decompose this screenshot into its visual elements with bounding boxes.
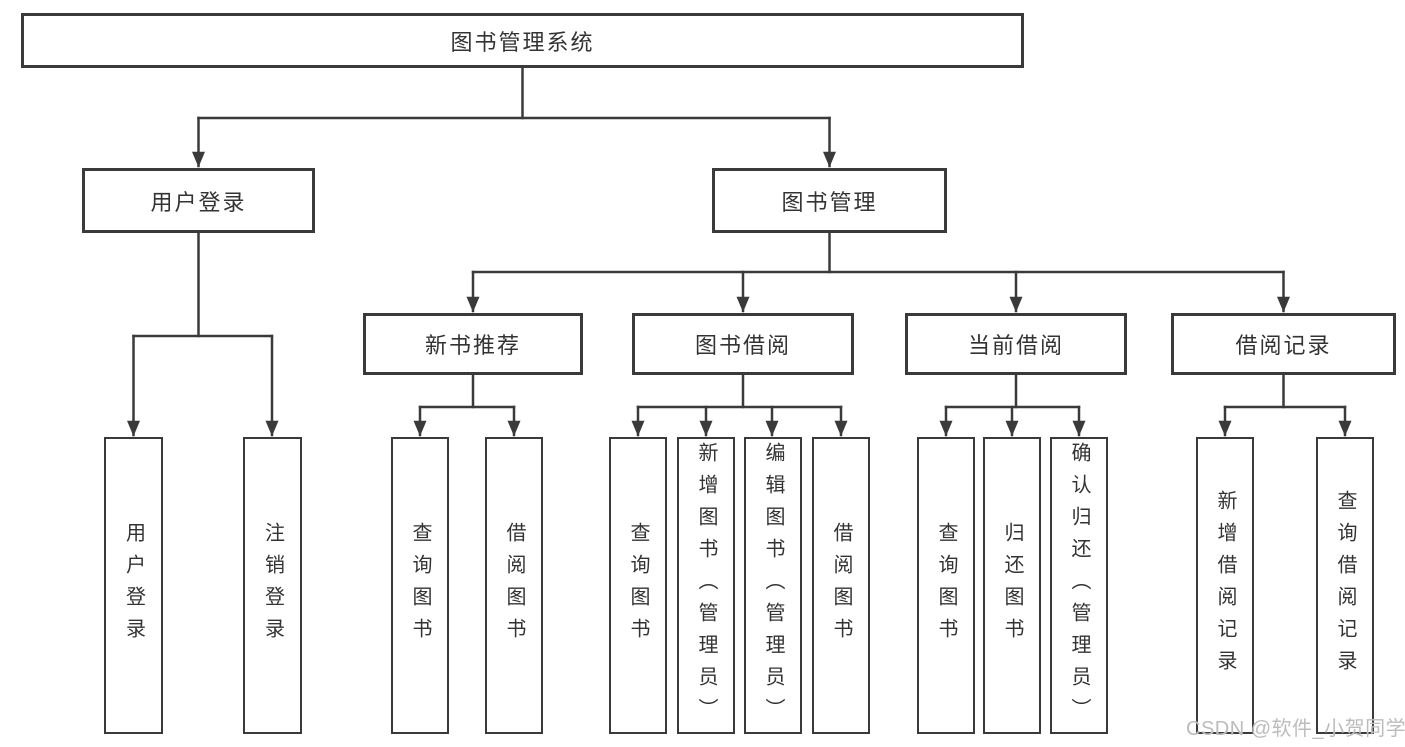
leaf-borrow-books-recommend: 借阅图书	[485, 437, 543, 734]
leaf-query-books-current-label: 查询图书	[935, 521, 957, 650]
node-book-management-label: 图书管理	[781, 189, 878, 215]
leaf-add-borrow-record-label: 新增借阅记录	[1214, 489, 1236, 682]
leaf-add-book-admin: 新增图书（管理员）	[677, 437, 735, 734]
node-user-login: 用户登录	[82, 168, 315, 233]
leaf-query-books-current: 查询图书	[917, 437, 975, 734]
leaf-user-login-label: 用户登录	[122, 521, 145, 650]
node-book-management: 图书管理	[712, 168, 947, 233]
leaf-logout-label: 注销登录	[261, 521, 284, 650]
leaf-query-books-borrowing: 查询图书	[609, 437, 667, 734]
node-user-login-label: 用户登录	[150, 189, 247, 215]
node-current-borrowing: 当前借阅	[905, 313, 1127, 375]
leaf-return-books-label: 归还图书	[1001, 521, 1023, 650]
leaf-add-borrow-record: 新增借阅记录	[1196, 437, 1254, 734]
watermark-text: CSDN @软件_小贺同学	[1186, 718, 1405, 740]
leaf-borrow-books-borrowing: 借阅图书	[812, 437, 870, 734]
leaf-edit-book-admin: 编辑图书（管理员）	[744, 437, 802, 734]
leaf-borrow-books-recommend-label: 借阅图书	[503, 521, 525, 650]
leaf-query-books-borrowing-label: 查询图书	[627, 521, 649, 650]
leaf-logout: 注销登录	[243, 437, 302, 734]
leaf-borrow-books-borrowing-label: 借阅图书	[830, 521, 852, 650]
leaf-query-books-recommend: 查询图书	[391, 437, 449, 734]
leaf-query-books-recommend-label: 查询图书	[409, 521, 431, 650]
leaf-confirm-return-admin: 确认归还（管理员）	[1050, 437, 1108, 734]
leaf-user-login: 用户登录	[104, 437, 163, 734]
node-book-borrowing-label: 图书借阅	[694, 333, 791, 358]
leaf-edit-book-admin-label: 编辑图书（管理员）	[762, 441, 784, 730]
node-root: 图书管理系统	[21, 13, 1024, 68]
node-new-book-recommendation: 新书推荐	[363, 313, 583, 375]
node-new-book-recommendation-label: 新书推荐	[424, 333, 521, 358]
node-book-borrowing: 图书借阅	[632, 313, 854, 375]
leaf-add-book-admin-label: 新增图书（管理员）	[695, 441, 717, 730]
node-root-label: 图书管理系统	[450, 29, 595, 55]
node-current-borrowing-label: 当前借阅	[967, 333, 1064, 358]
leaf-query-borrow-record-label: 查询借阅记录	[1334, 489, 1356, 682]
node-borrowing-records-label: 借阅记录	[1235, 333, 1332, 358]
node-borrowing-records: 借阅记录	[1171, 313, 1396, 375]
leaf-confirm-return-admin-label: 确认归还（管理员）	[1068, 441, 1090, 730]
leaf-return-books: 归还图书	[983, 437, 1041, 734]
leaf-query-borrow-record: 查询借阅记录	[1316, 437, 1374, 734]
